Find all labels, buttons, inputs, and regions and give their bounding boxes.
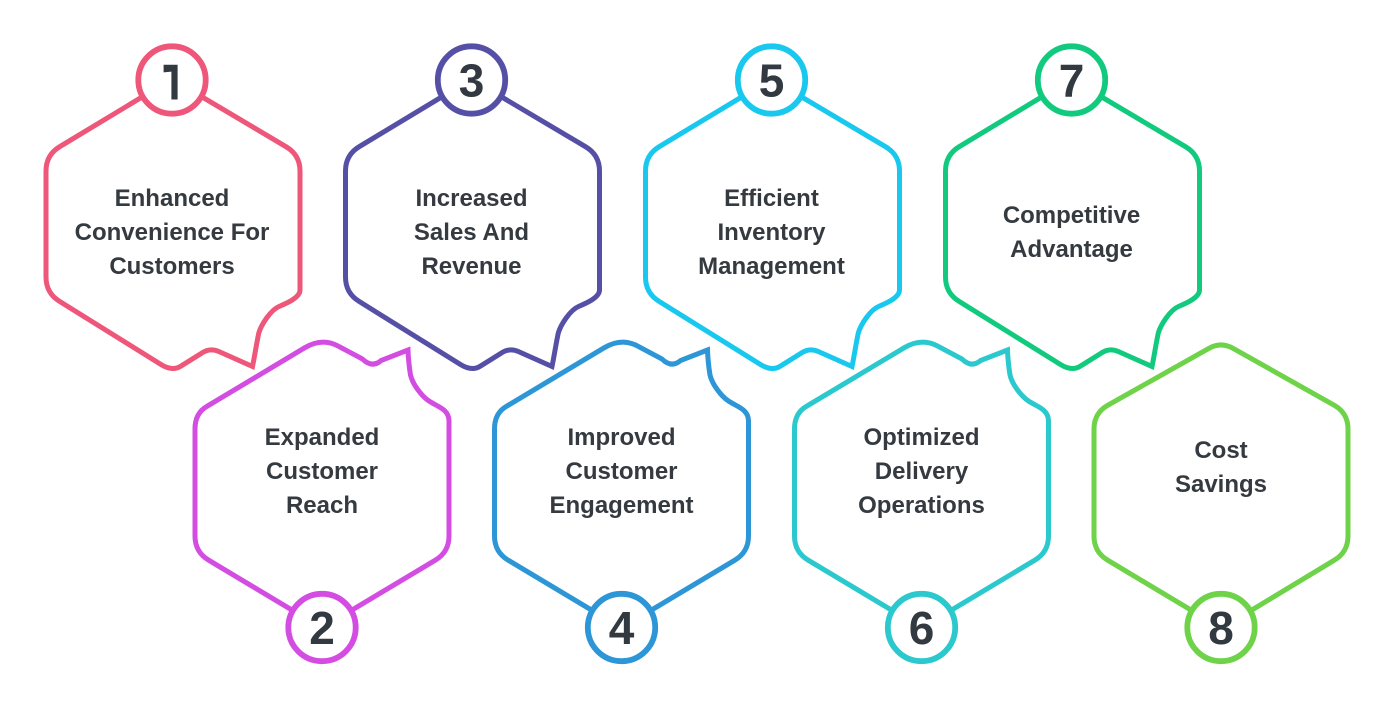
svg-text:5: 5 bbox=[759, 55, 785, 107]
svg-text:4: 4 bbox=[609, 602, 635, 654]
svg-text:7: 7 bbox=[1059, 55, 1085, 107]
svg-text:6: 6 bbox=[909, 602, 935, 654]
svg-text:2: 2 bbox=[309, 602, 335, 654]
svg-text:3: 3 bbox=[459, 55, 485, 107]
svg-text:8: 8 bbox=[1208, 602, 1234, 654]
